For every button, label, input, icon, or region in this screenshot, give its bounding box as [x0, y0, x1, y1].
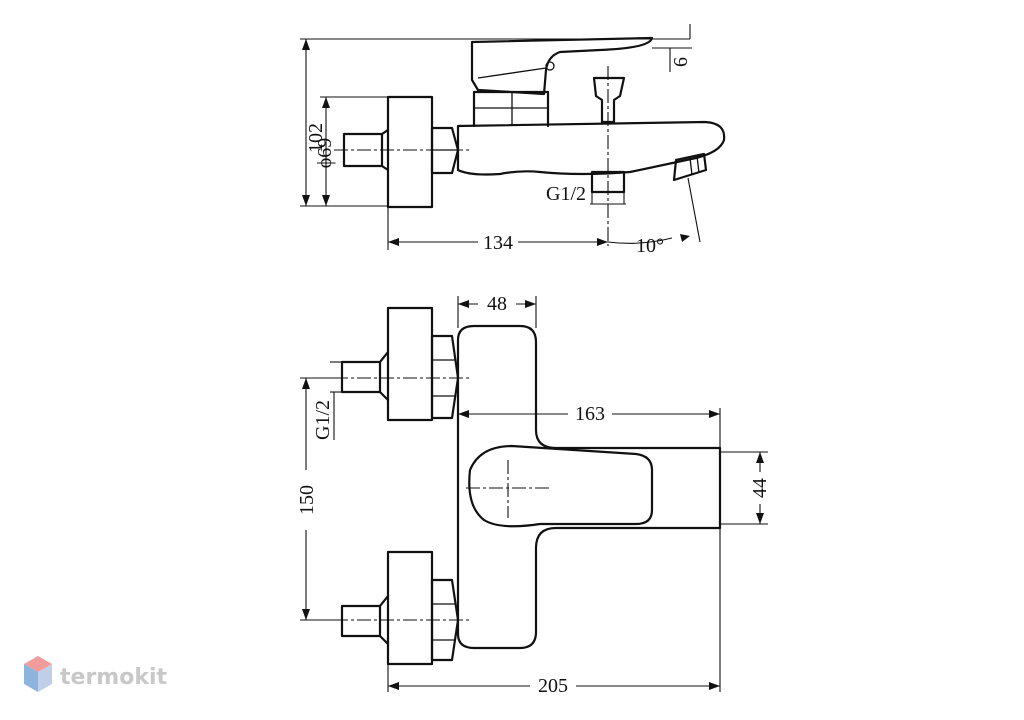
dim-handle-width: 44 — [749, 478, 771, 498]
aerator-side — [672, 152, 708, 182]
upper-inlet-pipe — [340, 360, 382, 394]
nut-side — [430, 126, 460, 175]
dim-inlet-spacing: 150 — [296, 485, 318, 515]
dim-length-side: 134 — [483, 232, 513, 254]
dim-diameter: ϕ69 — [314, 138, 336, 169]
mixer-body-plan — [456, 324, 722, 650]
watermark-text: termokit — [60, 665, 167, 690]
dim-inlet-top: G1/2 — [546, 183, 586, 205]
cube-left-face — [24, 664, 38, 692]
upper-nut — [430, 334, 460, 420]
lever-plan — [468, 444, 654, 528]
lower-flange — [386, 550, 434, 666]
dim-spout-offset: 6 — [670, 57, 692, 67]
dim-height-total: 102 — [305, 123, 327, 153]
dim-inlet-side: G1/2 — [312, 400, 334, 440]
dim-reach: 163 — [575, 403, 605, 425]
side-view: 102 ϕ69 G1/2 6 134 10° — [300, 24, 726, 257]
plan-view: 48 163 44 G1/2 150 205 — [296, 293, 771, 697]
lower-inlet-pipe — [340, 604, 382, 638]
termokit-logo: termokit — [24, 656, 167, 692]
diverter-knob-side — [592, 76, 626, 124]
cartridge-side — [472, 90, 550, 128]
dim-spout-angle: 10° — [636, 235, 664, 257]
mixer-body-side — [456, 120, 726, 176]
lever-side — [470, 36, 654, 96]
dim-total-length: 205 — [538, 675, 568, 697]
dim-body-width: 48 — [487, 293, 507, 315]
wall-flange-side — [386, 95, 434, 209]
cube-right-face — [38, 664, 52, 692]
upper-flange — [386, 306, 434, 422]
